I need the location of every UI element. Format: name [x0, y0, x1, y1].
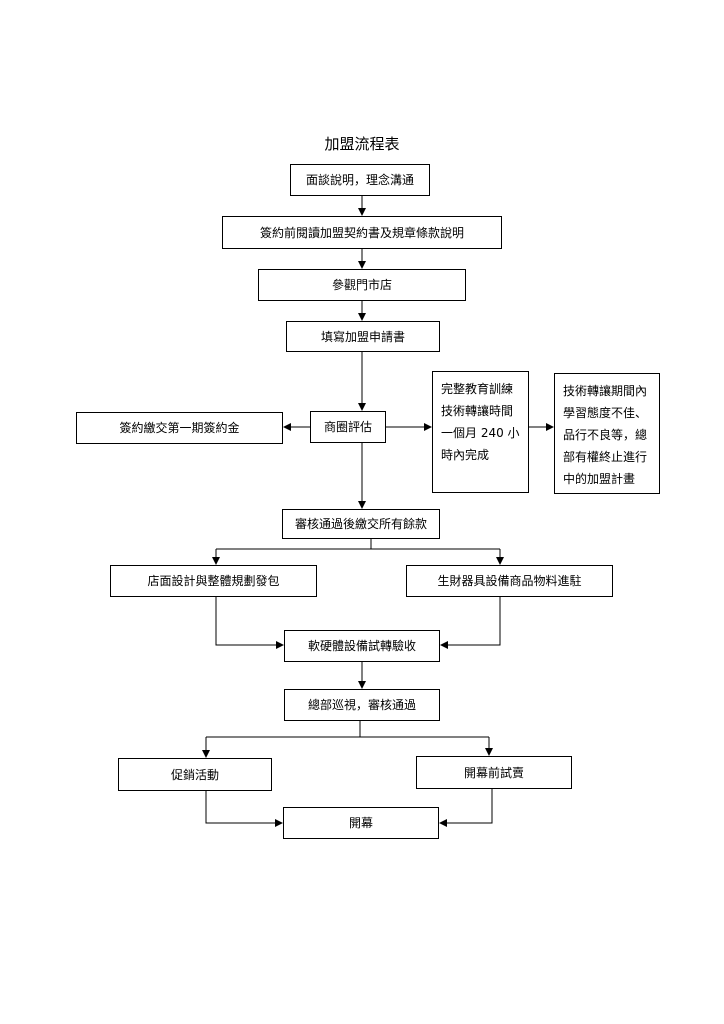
step-visit-store-label: 參觀門市店: [331, 278, 392, 292]
step-termination-line: 部有權終止進行: [563, 450, 648, 464]
step-promotion: 促銷活動: [118, 758, 272, 791]
step-pre-opening-label: 開幕前試賣: [463, 765, 524, 780]
step-area-eval-label: 商圈評估: [323, 420, 372, 434]
step-interview: 面談說明，理念溝通: [290, 164, 430, 196]
step-opening-label: 開幕: [348, 816, 373, 830]
step-training-line: 時內完成: [441, 448, 490, 462]
step-contract-review: 簽約前閱讀加盟契約書及規章條款說明: [222, 216, 502, 249]
step-termination-line: 中的加盟計畫: [563, 472, 636, 486]
step-final-payment: 審核通過後繳交所有餘款: [282, 509, 440, 539]
step-testing: 軟硬體設備試轉驗收: [284, 630, 440, 662]
step-application: 填寫加盟申請書: [286, 321, 440, 352]
step-equipment: 生財器具設備商品物料進駐: [406, 565, 613, 597]
step-pre-opening: 開幕前試賣: [416, 756, 572, 789]
step-contract-review-label: 簽約前閱讀加盟契約書及規章條款說明: [259, 225, 464, 240]
step-sign-deposit: 簽約繳交第一期簽約金: [76, 412, 283, 444]
step-hq-inspection-label: 總部巡視，審核通過: [307, 698, 416, 712]
step-opening: 開幕: [283, 807, 439, 839]
arrow-preopening-to-opening: [439, 789, 493, 827]
step-store-design-label: 店面設計與整體規劃發包: [147, 574, 280, 588]
step-promotion-label: 促銷活動: [170, 767, 219, 782]
arrow-promotion-to-opening: [205, 791, 283, 827]
step-hq-inspection: 總部巡視，審核通過: [284, 689, 440, 721]
step-training: 完整教育訓練 技術轉讓時間 一個月 240 小 時內完成: [432, 371, 529, 493]
step-interview-label: 面談說明，理念溝通: [305, 173, 414, 187]
step-application-label: 填寫加盟申請書: [320, 329, 405, 344]
step-termination-line: 品行不良等，總: [563, 428, 648, 442]
step-termination-line: 技術轉讓期間內: [563, 384, 648, 398]
step-final-payment-label: 審核通過後繳交所有餘款: [294, 517, 427, 531]
step-termination: 技術轉讓期間內 學習態度不佳、 品行不良等，總 部有權終止進行 中的加盟計畫: [554, 373, 660, 494]
arrow-design-to-testing: [215, 597, 284, 649]
step-visit-store: 參觀門市店: [258, 269, 466, 301]
step-training-line: 技術轉讓時間: [441, 404, 514, 418]
step-sign-deposit-label: 簽約繳交第一期簽約金: [119, 421, 240, 435]
step-equipment-label: 生財器具設備商品物料進駐: [437, 574, 582, 588]
step-training-line: 完整教育訓練: [441, 382, 514, 396]
arrow-equipment-to-testing: [440, 597, 501, 649]
page-title: 加盟流程表: [324, 135, 400, 153]
step-store-design: 店面設計與整體規劃發包: [110, 565, 317, 597]
step-testing-label: 軟硬體設備試轉驗收: [307, 639, 416, 653]
step-area-eval: 商圈評估: [310, 411, 386, 443]
step-termination-line: 學習態度不佳、: [563, 406, 648, 420]
step-training-line: 一個月 240 小: [441, 426, 520, 440]
